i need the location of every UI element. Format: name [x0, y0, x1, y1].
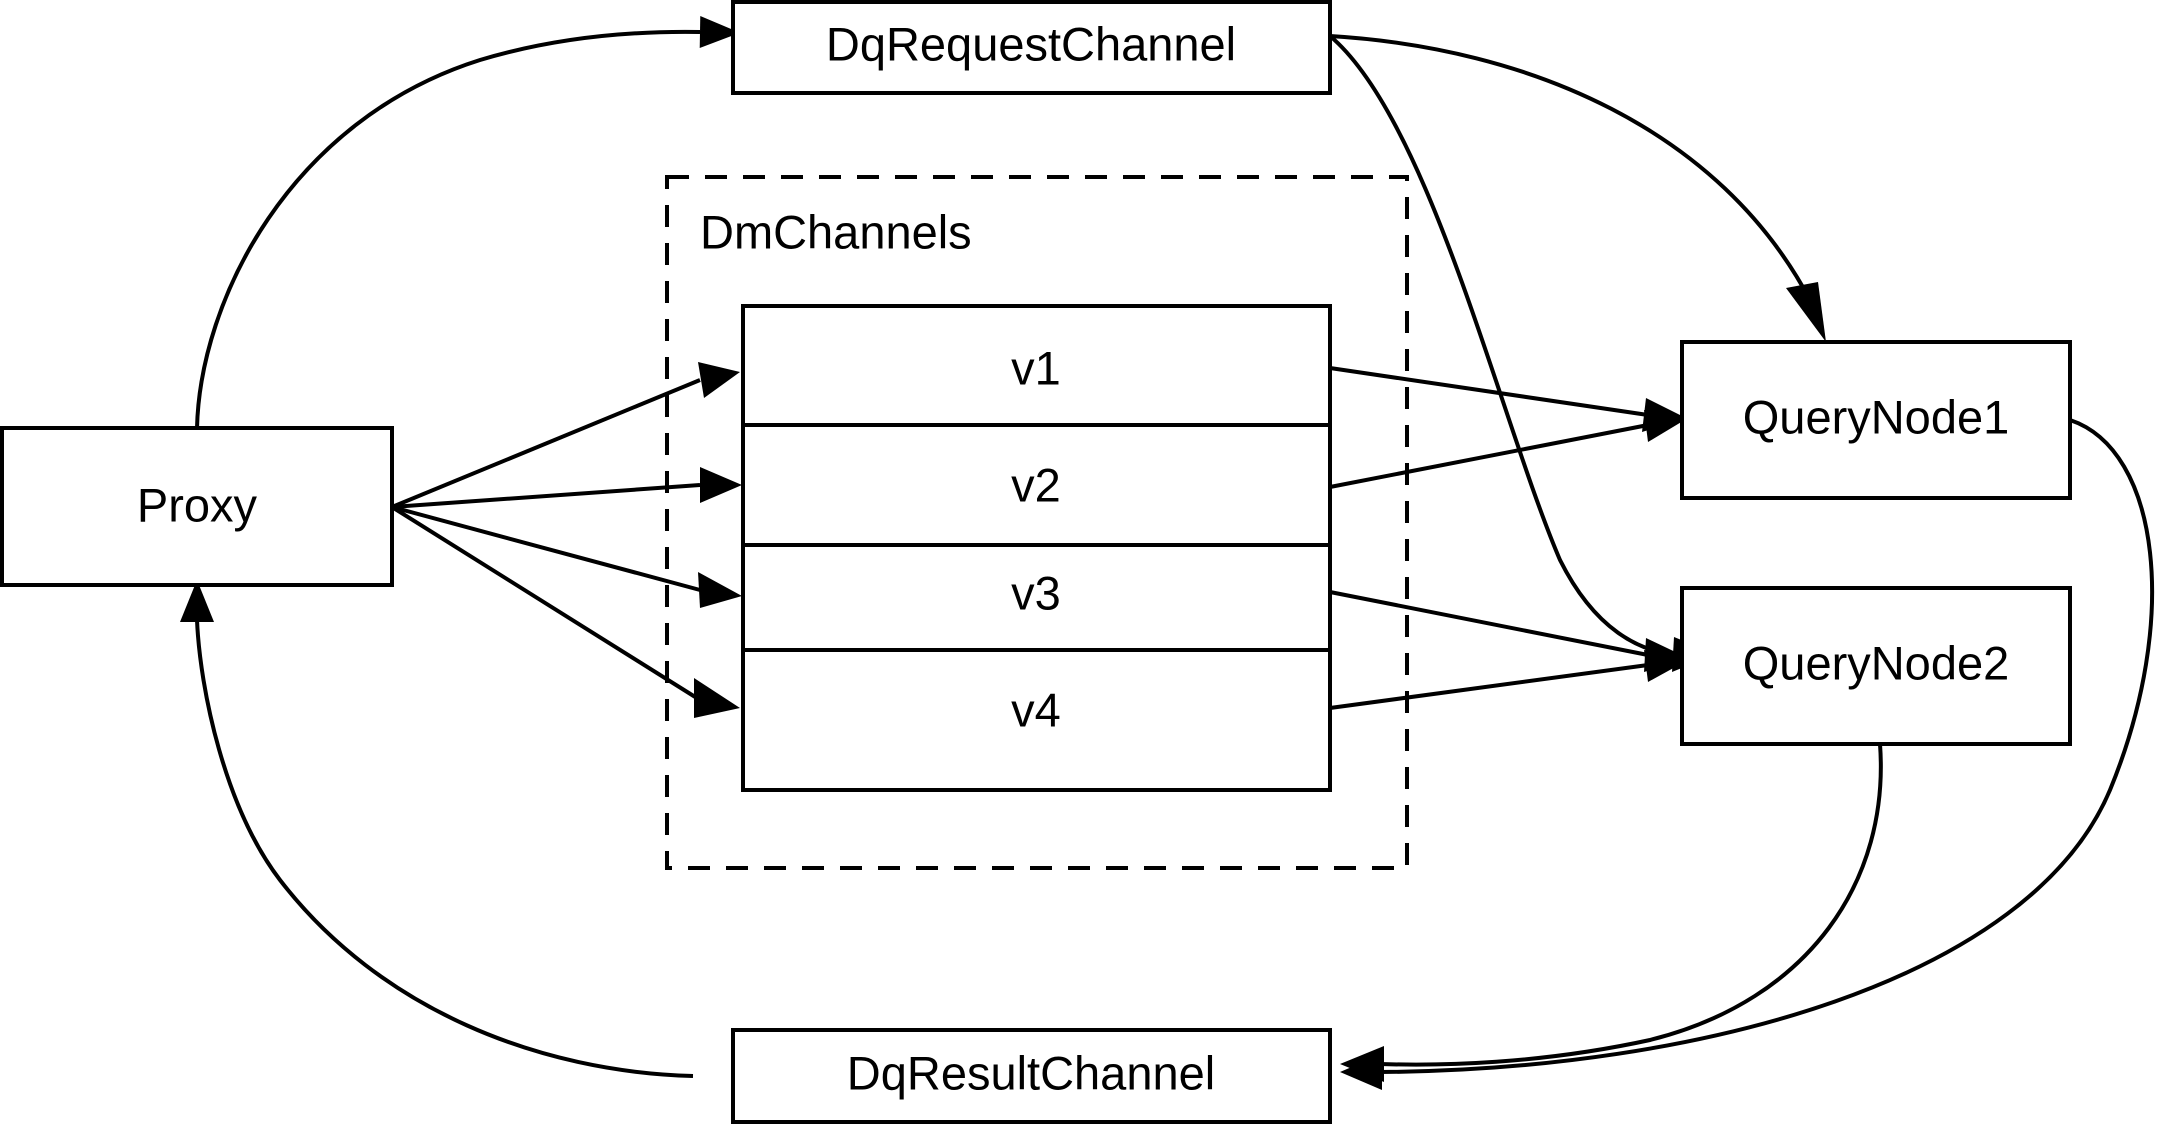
arrow-head-dqresult-proxy	[180, 580, 214, 622]
dm-channel-row-v1-label[interactable]: v1	[1011, 341, 1061, 394]
dm-channel-stack: v1 v2 v3 v4	[741, 304, 1332, 792]
edge-proxy-to-v1	[391, 362, 740, 509]
edge-path-dqrequest-qn1	[1329, 34, 1812, 301]
node-query-node-2-box[interactable]	[1680, 586, 2072, 746]
edge-path-dqresult-proxy	[195, 619, 694, 1078]
edge-v2-to-query-node-1	[1329, 410, 1688, 489]
edge-path-v1-qn1	[1329, 366, 1649, 417]
edge-path-v3-qn2	[1329, 590, 1649, 657]
node-query-node-2-label: QueryNode2	[1743, 636, 2010, 689]
node-query-node-1-box[interactable]	[1680, 340, 2072, 500]
arrow-head-proxy-v2	[700, 467, 742, 503]
edge-query-node-1-to-dq-result-channel	[1340, 418, 2155, 1090]
dm-channels-group: DmChannels	[665, 175, 1409, 870]
edge-path-dqrequest-qn2	[1328, 34, 1679, 657]
dm-channel-row-v4-label[interactable]: v4	[1011, 683, 1061, 736]
edge-dq-request-channel-to-query-node-1	[1329, 34, 1826, 342]
arrow-head-dqrequest-qn1	[1786, 282, 1826, 342]
edge-v4-to-query-node-2	[1329, 650, 1688, 710]
edge-v3-to-query-node-2	[1329, 590, 1688, 672]
dm-channel-row-v2-label[interactable]: v2	[1011, 458, 1061, 511]
edge-dq-result-channel-to-proxy	[180, 580, 694, 1078]
edge-proxy-to-dq-request-channel	[195, 16, 740, 429]
edge-path-proxy-dqrequest	[195, 29, 701, 429]
node-proxy-box[interactable]	[0, 426, 394, 587]
arrow-head-qn2-dqresult	[1340, 1046, 1384, 1082]
arrow-head-v2-qn1	[1644, 410, 1688, 442]
edge-proxy-to-v2	[391, 467, 742, 509]
dm-channels-group-label: DmChannels	[700, 205, 972, 258]
arrow-head-proxy-v4	[694, 678, 740, 718]
edge-path-v4-qn2	[1329, 663, 1649, 710]
dm-channel-stack-border	[741, 304, 1332, 792]
edge-path-proxy-v2	[391, 483, 701, 509]
node-query-node-2[interactable]: QueryNode2	[1680, 586, 2072, 746]
node-dq-result-channel-box[interactable]	[731, 1028, 1332, 1124]
edge-proxy-to-v4	[390, 505, 740, 718]
dm-channels-group-border	[665, 175, 1409, 870]
dm-channel-row-v3-label[interactable]: v3	[1011, 566, 1061, 619]
arrow-head-proxy-v3	[698, 572, 742, 608]
arrow-head-proxy-dqrequest	[699, 16, 740, 48]
node-dq-result-channel[interactable]: DqResultChannel	[731, 1028, 1332, 1124]
edge-path-proxy-v1	[391, 378, 701, 509]
node-query-node-1-label: QueryNode1	[1743, 390, 2010, 443]
edge-path-qn2-dqresult	[1379, 743, 1883, 1067]
edge-proxy-to-v3	[391, 505, 742, 608]
node-proxy[interactable]: Proxy	[0, 426, 394, 587]
edge-path-v2-qn1	[1329, 423, 1649, 489]
edge-path-qn1-dqresult	[1379, 418, 2155, 1074]
edge-path-proxy-v3	[391, 505, 701, 592]
node-dq-request-channel-label: DqRequestChannel	[826, 17, 1236, 70]
arrow-head-v4-qn2	[1644, 650, 1688, 682]
edge-path-proxy-v4	[390, 505, 702, 702]
node-query-node-1[interactable]: QueryNode1	[1680, 340, 2072, 500]
node-proxy-label: Proxy	[137, 478, 258, 531]
edge-dq-request-channel-to-query-node-2	[1328, 34, 1716, 672]
node-dq-result-channel-label: DqResultChannel	[847, 1046, 1215, 1099]
node-dq-request-channel-box[interactable]	[731, 0, 1332, 95]
node-dq-request-channel[interactable]: DqRequestChannel	[731, 0, 1332, 95]
arrow-head-proxy-v1	[698, 362, 740, 398]
edge-query-node-2-to-dq-result-channel	[1340, 743, 1883, 1082]
